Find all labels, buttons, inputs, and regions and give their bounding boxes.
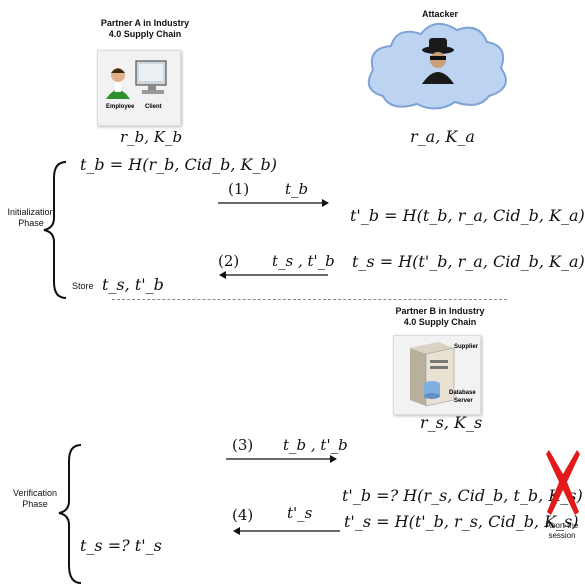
store-values: t_s, t'_b bbox=[102, 275, 164, 294]
abort-label: Abort the session bbox=[545, 521, 579, 540]
client-computer-icon: Employee Client bbox=[97, 50, 181, 126]
msg1-arrow bbox=[218, 199, 329, 207]
partner-a-keys: r_b, K_b bbox=[120, 128, 182, 146]
verification-phase-label: Verification Phase bbox=[12, 488, 58, 509]
database-label: Database bbox=[449, 390, 476, 396]
partner-b-title: Partner B in Industry 4.0 Supply Chain bbox=[395, 306, 485, 327]
database-server-icon: Supplier Database Server bbox=[393, 335, 481, 415]
msg2-number: (2) bbox=[218, 252, 240, 270]
msg2-text: t_s , t'_b bbox=[272, 252, 335, 270]
msg1-number: (1) bbox=[228, 180, 250, 198]
msg1-text: t_b bbox=[285, 180, 309, 198]
attacker-keys: r_a, K_a bbox=[410, 127, 475, 146]
final-check: t_s =? t'_s bbox=[80, 536, 162, 555]
abort-x-icon bbox=[546, 450, 580, 515]
partner-b-keys: r_s, K_s bbox=[420, 413, 482, 432]
supplier-label: Supplier bbox=[454, 344, 479, 350]
attacker-cloud-icon bbox=[367, 23, 507, 110]
msg4-number: (4) bbox=[232, 506, 254, 524]
phase-divider bbox=[112, 299, 507, 300]
partner-a-title: Partner A in Industry 4.0 Supply Chain bbox=[100, 18, 190, 39]
eq-tb: t_b = H(r_b, Cid_b, K_b) bbox=[80, 155, 277, 174]
eq-ts: t_s = H(t'_b, r_a, Cid_b, K_a) bbox=[352, 252, 585, 271]
client-label: Client bbox=[145, 104, 162, 110]
partner-a-keys-text: r_b, K_b bbox=[120, 128, 183, 146]
partner-b-keys-text: r_s, K_s bbox=[420, 413, 483, 432]
employee-label: Employee bbox=[106, 104, 135, 110]
msg3-text: t_b , t'_b bbox=[283, 436, 348, 454]
msg2-arrow bbox=[219, 271, 328, 279]
initialization-phase-label: Initialization Phase bbox=[7, 207, 55, 228]
eq-tprime-b: t'_b = H(t_b, r_a, Cid_b, K_a) bbox=[350, 206, 585, 225]
verification-brace bbox=[58, 444, 82, 584]
msg3-arrow bbox=[226, 455, 337, 463]
attacker-title: Attacker bbox=[421, 9, 459, 19]
msg4-text: t'_s bbox=[287, 504, 313, 522]
verify-check: t'_b =? H(r_s, Cid_b, t_b, K_s) bbox=[342, 486, 583, 505]
msg4-arrow bbox=[233, 527, 340, 535]
eq-tsprime: t'_s = H(t'_b, r_s, Cid_b, K_s) bbox=[344, 512, 579, 531]
store-label: Store bbox=[72, 281, 94, 291]
attacker-keys-text: r_a, K_a bbox=[410, 127, 475, 146]
server-label: Server bbox=[454, 398, 473, 404]
msg3-number: (3) bbox=[232, 436, 254, 454]
initialization-brace bbox=[43, 161, 67, 299]
